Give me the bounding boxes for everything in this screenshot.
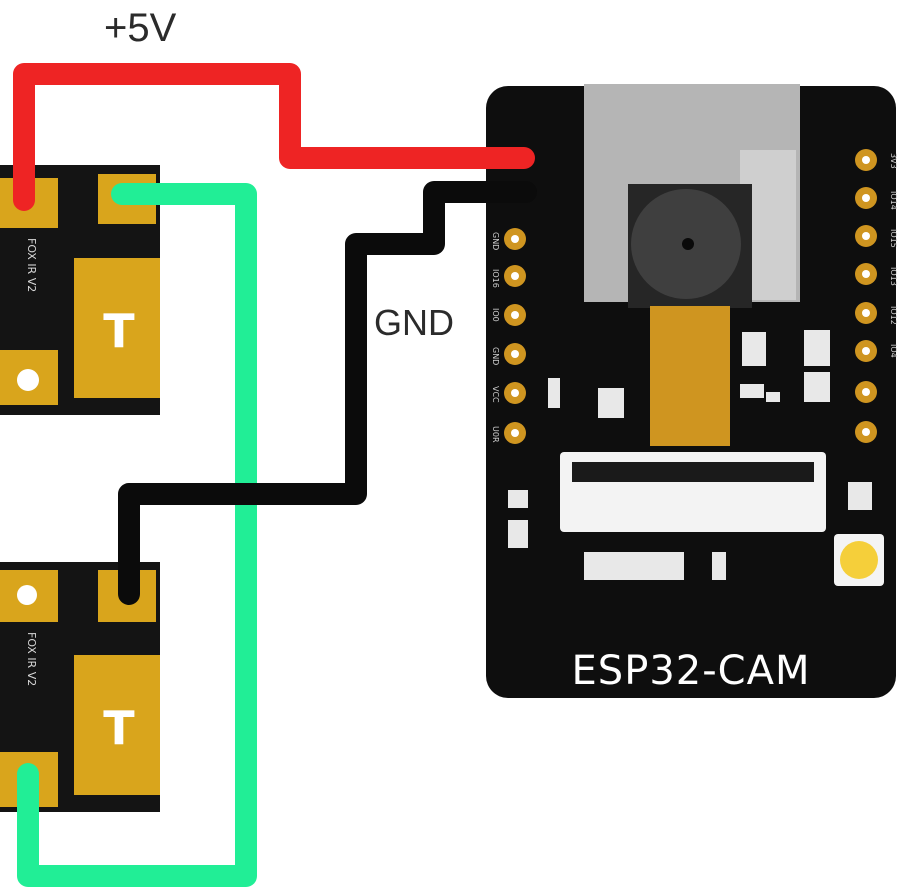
pin-label-left: GND (491, 232, 500, 250)
power-wire (13, 63, 535, 211)
left-header-pins (504, 228, 526, 444)
pin-label-right: IO15 (889, 229, 898, 248)
module-t-mark: T (103, 304, 135, 358)
module-t-mark: T (103, 701, 135, 755)
ir-module-top: T FOX IR V2 (0, 165, 160, 415)
pin-label-right: IO4 (889, 344, 898, 358)
pin-label-right: IO13 (889, 267, 898, 286)
pin-label-right: IO12 (889, 306, 898, 325)
ground-wire-label: GND (374, 302, 454, 343)
pin-label-left: VCC (491, 386, 500, 403)
pin-label-left: U0R (491, 426, 500, 443)
ground-wire (118, 181, 537, 605)
pin-label-left: IO0 (491, 308, 500, 322)
signal-wire (17, 183, 257, 887)
pin-label-left: IO16 (491, 269, 500, 288)
board-name-label: ESP32-CAM (571, 648, 811, 694)
pin-label-right: 3V3 (889, 153, 898, 169)
right-header-pins (855, 149, 877, 443)
power-wire-label: +5V (104, 6, 177, 50)
esp32-cam-board: GND IO16 IO0 GND VCC U0R 3V3 IO14 IO15 I… (486, 84, 898, 698)
module-label: FOX IR V2 (25, 238, 38, 292)
pin-label-right: IO14 (889, 191, 898, 210)
module-label: FOX IR V2 (25, 632, 38, 686)
ir-module-bottom: T FOX IR V2 (0, 562, 160, 812)
pin-label-left: GND (491, 347, 500, 365)
module-pad-large (74, 258, 160, 398)
camera-ribbon (650, 306, 730, 446)
module-pad-large (74, 655, 160, 795)
smd-components (508, 330, 872, 580)
